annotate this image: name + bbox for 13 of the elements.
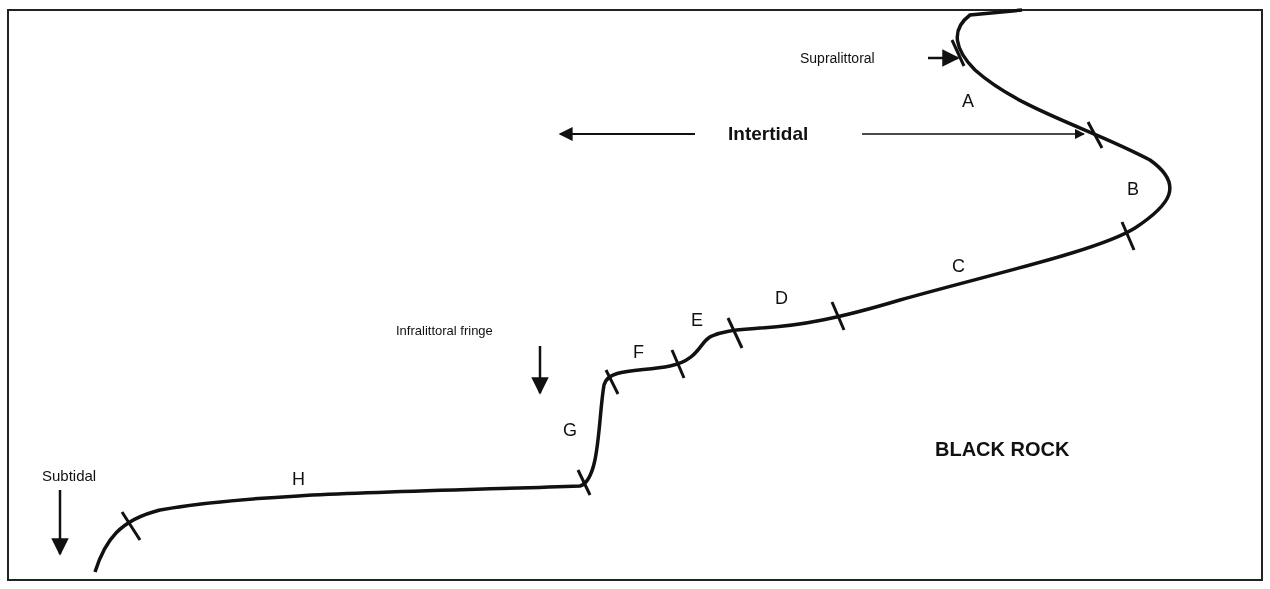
zone-letter: C (952, 257, 965, 275)
zone-letter: F (633, 343, 644, 361)
zone-label: Infralittoral fringe (396, 324, 493, 337)
zone-letter: A (962, 92, 974, 110)
location-label: BLACK ROCK (935, 439, 1070, 459)
zone-label: Intertidal (728, 124, 809, 143)
zone-label: Supralittoral (800, 51, 875, 65)
zone-label: Subtidal (42, 468, 97, 483)
zone-letter: H (292, 470, 305, 488)
zone-letter: D (775, 289, 788, 307)
zone-letter: B (1127, 180, 1139, 198)
zone-letter: G (563, 421, 577, 439)
zone-letter: E (691, 311, 703, 329)
